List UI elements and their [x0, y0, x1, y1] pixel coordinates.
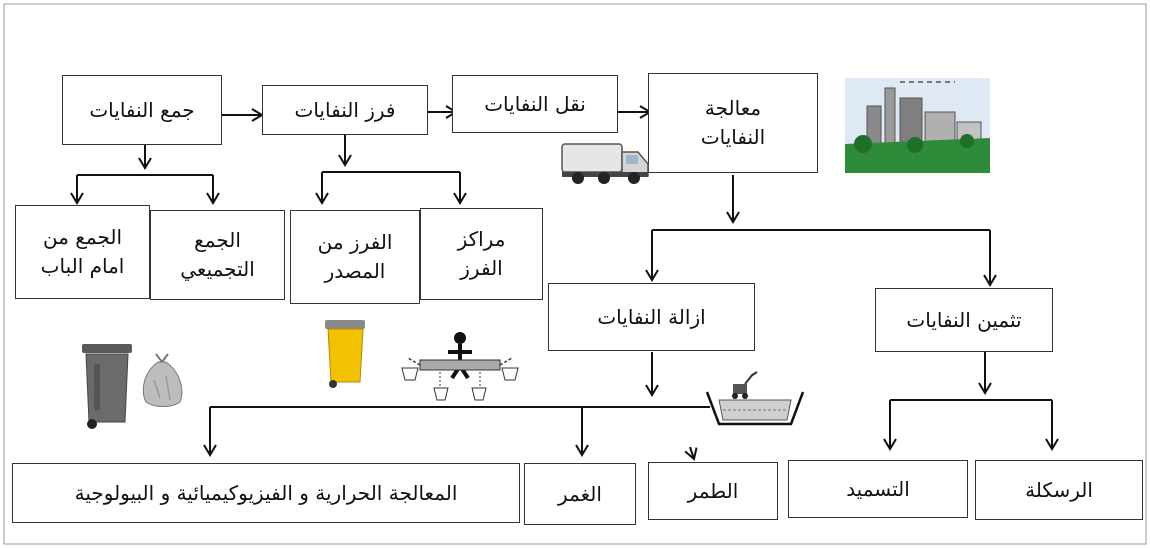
thermal-treatment-box: المعالجة الحرارية و الفيزيوكيميائية و ال…	[12, 463, 520, 523]
step-transport-box: نقل النفايات	[452, 75, 618, 133]
factory-icon	[845, 78, 990, 173]
garbage-truck-icon	[561, 143, 649, 184]
sorting-worker-icon	[401, 332, 519, 401]
immersion-box: الغمر	[524, 463, 636, 525]
collection-door-box: الجمع من امام الباب	[15, 205, 150, 299]
valorization-box: تثمين النفايات	[875, 288, 1053, 352]
recycling-box: الرسكلة	[975, 460, 1143, 520]
burial-box: الطمر	[648, 462, 778, 520]
trash-bin-icon	[82, 344, 132, 429]
sorting-source-box: الفرز من المصدر	[290, 210, 420, 304]
removal-box: ازالة النفايات	[548, 283, 755, 351]
yellow-bin-icon	[325, 320, 365, 388]
trash-bag-icon	[142, 353, 183, 407]
step-sorting-box: فرز النفايات	[262, 85, 428, 135]
sorting-centers-box: مراكز الفرز	[420, 208, 543, 300]
collection-grouped-box: الجمع التجميعي	[150, 210, 285, 300]
composting-box: التسميد	[788, 460, 968, 518]
step-treatment-box: معالجة النفايات	[648, 73, 818, 173]
step-collection-box: جمع النفايات	[62, 75, 222, 145]
landfill-icon	[705, 371, 805, 426]
